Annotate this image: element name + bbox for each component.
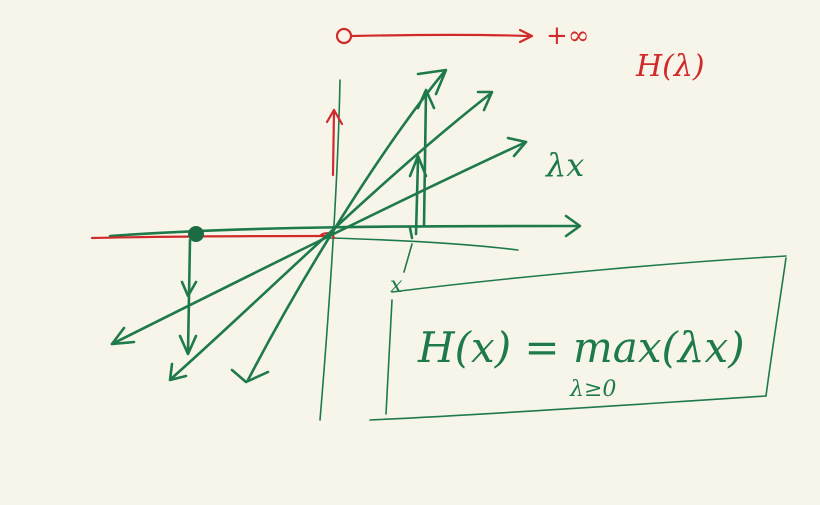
up-arrow-long [422,90,428,228]
formula-box-top [391,255,787,293]
range-open-circle [335,27,353,45]
range-plus-infinity-label: +∞ [546,21,589,51]
x-tick-mark [408,226,414,240]
up-arrow-long-head [416,88,436,110]
formula-box-bottom [369,395,767,421]
red-up-arrow-shaft [331,108,336,177]
up-arrow-short-head [408,154,428,178]
range-arrowhead [518,28,534,44]
formula-main: H(x) = max(λx) [417,323,745,372]
horizontal-axis-tail [329,237,519,251]
positive-x-arrows [403,88,436,273]
negative-x-dot [188,226,204,242]
steep-line-arrowhead [416,68,448,96]
up-arrow-short [414,158,420,236]
horizontal-axis [108,214,582,251]
formula-box-right [765,257,787,397]
shallow-line-tail [110,326,136,346]
horizontal-axis-arrowhead [564,214,582,238]
down-arrow-head [178,334,198,356]
formula-box: H(x) = max(λx) λ≥0 [369,255,787,421]
shallow-line [110,140,528,346]
red-up-arrow-head [325,108,344,126]
formula-box-left [385,299,393,415]
lambda-x-lines [110,68,528,384]
range-line [350,33,530,38]
lambda-x-label: λx [544,146,584,184]
formula-subscript: λ≥0 [569,377,616,402]
shallow-line-arrowhead [506,136,528,158]
x-tick-label: x [390,273,403,298]
negative-axis-red-segment [90,234,328,240]
medium-line-tail [168,362,188,382]
steep-line-tail [230,368,270,384]
x-tick-pointer [403,243,413,273]
lambda-range-indicator: +∞ [335,21,589,51]
down-arrow-mid-chevron [180,280,198,298]
red-up-arrow [325,108,344,177]
negative-x-point [178,226,204,356]
h-of-lambda-label: H(λ) [635,49,705,84]
medium-line-arrowhead [476,90,494,112]
horizontal-axis-line [108,224,580,238]
